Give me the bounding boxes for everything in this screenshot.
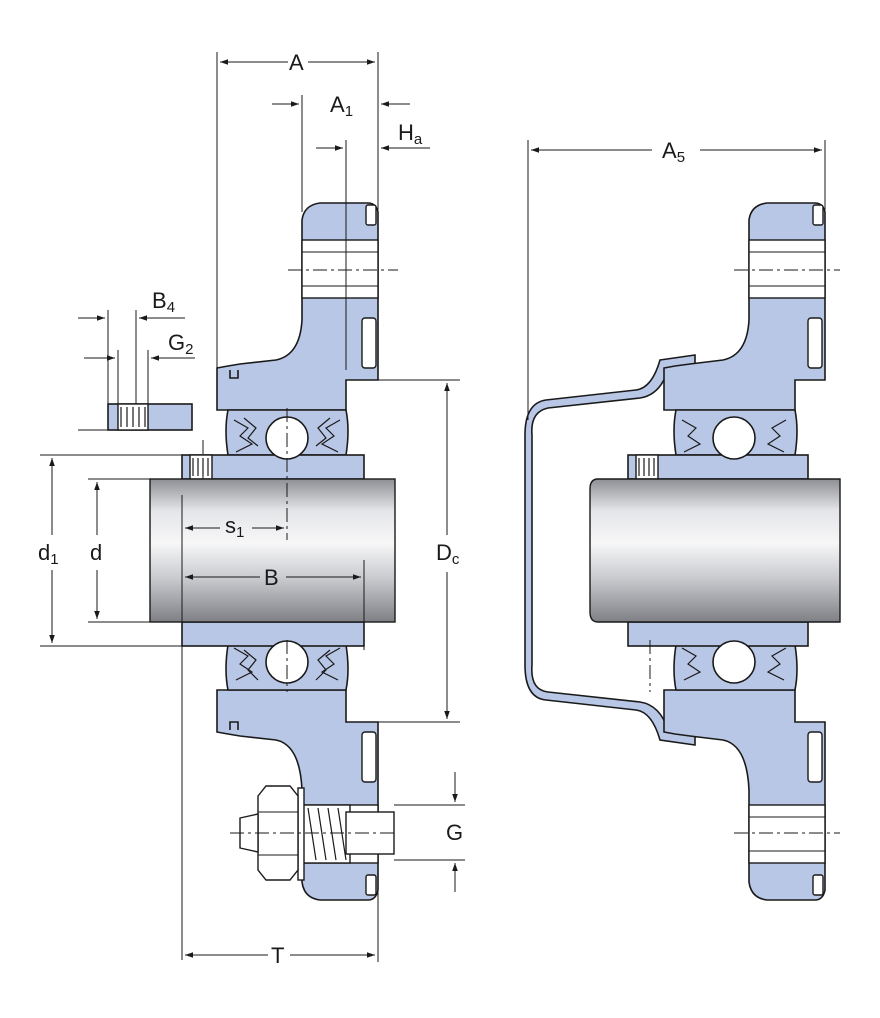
label-B: B <box>264 565 279 590</box>
label-G2: G2 <box>168 330 193 358</box>
inner-ring-lower <box>181 621 365 647</box>
left-dimensions <box>40 52 465 962</box>
flange-hole-upper <box>301 239 379 299</box>
housing-lower-right <box>663 689 826 901</box>
shaft-right <box>589 478 841 623</box>
label-A1: A1 <box>330 92 353 120</box>
label-A: A <box>289 50 304 75</box>
right-dimensions <box>527 140 826 420</box>
label-T: T <box>271 943 284 968</box>
label-d1: d1 <box>38 540 59 568</box>
label-G: G <box>446 820 463 845</box>
right-view <box>524 202 841 901</box>
label-A5: A5 <box>662 138 685 166</box>
housing-upper-right <box>663 202 826 411</box>
label-d: d <box>90 540 102 565</box>
label-Ha: Ha <box>398 120 423 148</box>
label-Dc: Dc <box>436 540 460 568</box>
label-B4: B4 <box>152 288 175 316</box>
left-view <box>78 202 398 901</box>
shaft-left <box>149 478 396 623</box>
housing-upper-left <box>216 202 379 411</box>
label-s1: s1 <box>225 513 244 541</box>
set-screw-detail <box>78 403 193 431</box>
